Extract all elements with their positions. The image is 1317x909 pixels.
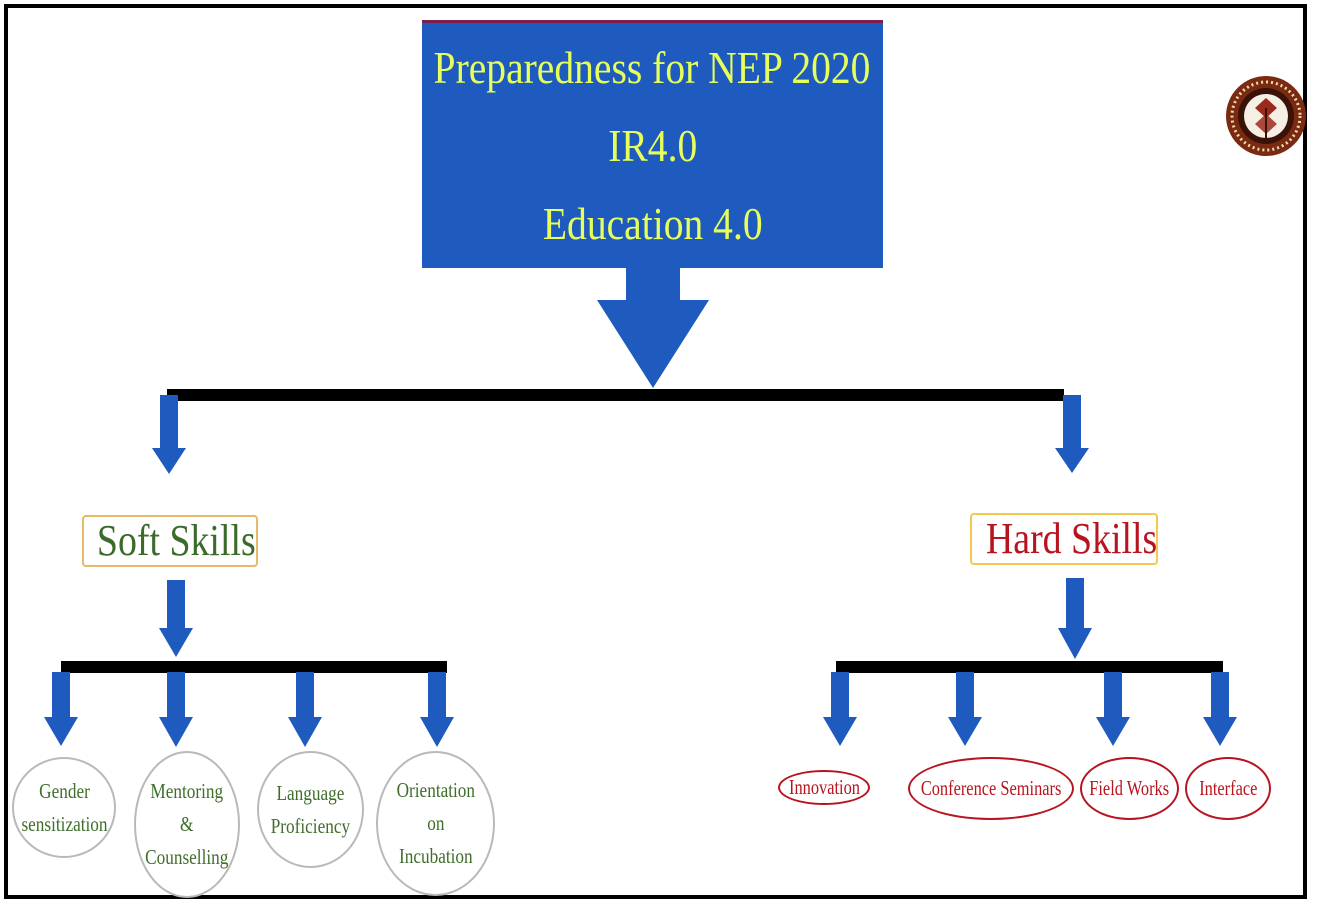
soft-node-gender-sensitization: Gender sensitization — [12, 757, 116, 858]
hard-node-interface: Interface — [1185, 757, 1271, 820]
title-line-education: Education 4.0 — [542, 197, 763, 249]
soft-node-language-proficiency: Language Proficiency — [257, 751, 364, 868]
hard-node-conference-seminars: Conference Seminars — [908, 757, 1074, 820]
hard-child-arrow-1 — [823, 672, 857, 746]
soft-skills-label: Soft Skills — [82, 515, 258, 567]
soft-connector-bar — [61, 661, 447, 673]
soft-node-mentoring-counselling: Mentoring & Counselling — [134, 751, 240, 898]
hard-node-innovation: Innovation — [778, 770, 870, 805]
soft-child-arrow-1 — [44, 672, 78, 746]
title-line-nep: Preparedness for NEP 2020 — [434, 41, 871, 93]
hard-skills-label: Hard Skills — [970, 513, 1158, 565]
title-box: Preparedness for NEP 2020 IR4.0 Educatio… — [422, 20, 883, 268]
hard-branch-arrow — [1055, 395, 1089, 473]
title-line-ir: IR4.0 — [607, 119, 698, 171]
hard-down-arrow — [1058, 578, 1092, 659]
university-emblem-icon — [1226, 76, 1306, 156]
hard-node-field-works: Field Works — [1080, 757, 1179, 820]
main-connector-bar — [167, 389, 1064, 401]
title-down-arrow — [597, 268, 709, 388]
hard-child-arrow-4 — [1203, 672, 1237, 746]
soft-child-arrow-2 — [159, 672, 193, 747]
hard-connector-bar — [836, 661, 1223, 673]
hard-child-arrow-3 — [1096, 672, 1130, 746]
soft-down-arrow — [159, 580, 193, 657]
soft-child-arrow-4 — [420, 672, 454, 747]
soft-child-arrow-3 — [288, 672, 322, 747]
soft-node-orientation-incubation: Orientation on Incubation — [376, 751, 495, 896]
hard-child-arrow-2 — [948, 672, 982, 746]
soft-branch-arrow — [152, 395, 186, 474]
